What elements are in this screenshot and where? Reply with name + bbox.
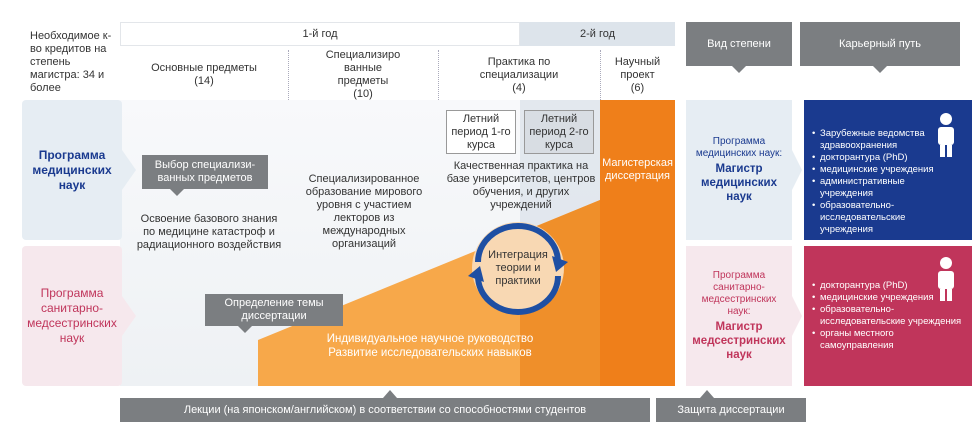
define-topic-tag: Определение темы диссертации — [205, 294, 343, 326]
credits-note: Необходимое к-во кредитов на степень маг… — [30, 30, 112, 94]
program-nursing-label: Программа санитарно-медсестринских наук — [27, 286, 117, 345]
program-nursing-box: Программа санитарно-медсестринских наук — [22, 246, 122, 386]
career-item: образовательно-исследовательские учрежде… — [812, 200, 934, 236]
research-column — [600, 100, 675, 386]
column-basic: Основные предметы (14) — [120, 52, 288, 98]
column-title: Основные предметы — [151, 62, 257, 74]
person-icon-medical — [938, 113, 954, 157]
supervision-text: Индивидуальное научное руководство Разви… — [300, 330, 560, 362]
chevron-shape — [122, 296, 136, 336]
program-medical-box: Программа медицинских наук — [22, 100, 122, 240]
degree-nursing-title: Магистр медсестринских наук — [692, 321, 786, 361]
column-specialized: Специализиро ванные предметы (10) — [288, 49, 438, 100]
career-item: докторантура (PhD) — [812, 152, 934, 164]
summer2-box: Летний период 2-го курса — [524, 110, 594, 154]
career-item: образовательно-исследовательские учрежде… — [812, 304, 962, 328]
column-count: (6) — [630, 81, 645, 94]
header-pointer — [732, 66, 746, 73]
summer1-box: Летний период 1-го курса — [446, 110, 516, 154]
chevron-shape — [792, 150, 802, 190]
header-pointer — [873, 66, 887, 73]
chevron-shape — [122, 150, 136, 190]
integration-text: Интеграция теории и практики — [488, 248, 548, 287]
bar-pointer — [700, 390, 714, 398]
career-nursing-box: докторантура (PhD) медицинские учреждени… — [804, 246, 972, 386]
degree-header: Вид степени — [686, 22, 792, 66]
career-item: органы местного самоуправления — [812, 328, 962, 352]
defense-bar: Защита диссертации — [656, 398, 806, 422]
supervision-line2: Развитие исследовательских навыков — [328, 347, 532, 359]
master-thesis-label: Магистерская диссертация — [602, 157, 673, 182]
lectures-bar: Лекции (на японском/английском) в соотве… — [120, 398, 650, 422]
choose-specialized-tag: Выбор специализи-ванных предметов — [142, 155, 268, 189]
career-item: административные учреждения — [812, 176, 934, 200]
specialized-text: Специализированное образование мирового … — [305, 173, 423, 250]
career-header: Карьерный путь — [800, 22, 960, 66]
column-research: Научный проект (6) — [600, 52, 675, 98]
column-practice: Практика по специализации (4) — [438, 52, 600, 98]
career-item: медицинские учреждения — [812, 292, 962, 304]
column-title: Практика по специализации — [479, 55, 559, 81]
tag-pointer — [238, 326, 252, 333]
cycle-arrows-icon — [468, 223, 568, 315]
year2-bar: 2-й год — [520, 22, 675, 46]
supervision-line1: Индивидуальное научное руководство — [326, 333, 534, 345]
practice-text: Качественная практика на базе университе… — [446, 160, 596, 211]
column-count: (14) — [194, 75, 214, 87]
column-title: Специализиро ванные предметы — [325, 49, 401, 87]
career-item: докторантура (PhD) — [812, 280, 962, 292]
column-title: Научный проект — [614, 55, 661, 81]
career-nursing-list: докторантура (PhD) медицинские учреждени… — [812, 280, 962, 352]
degree-nursing-program: Программа санитарно-медсестринских наук: — [701, 270, 777, 317]
year1-bar: 1-й год — [120, 22, 520, 46]
basic-text: Освоение базового знания по медицине кат… — [136, 212, 282, 251]
column-count: (10) — [353, 88, 373, 100]
degree-medical-program: Программа медицинских наук: — [695, 136, 783, 159]
career-item: Зарубежные ведомства здравоохранения — [812, 128, 934, 152]
career-item: медицинские учреждения — [812, 164, 934, 176]
bar-pointer — [383, 390, 397, 398]
degree-medical-title: Магистр медицинских наук — [701, 163, 777, 203]
career-medical-list: Зарубежные ведомства здравоохранения док… — [812, 128, 934, 236]
chevron-shape — [792, 296, 802, 336]
program-medical-label: Программа медицинских наук — [32, 147, 112, 192]
person-icon-nursing — [938, 257, 954, 301]
tag-pointer — [170, 189, 184, 196]
degree-nursing-box: Программа санитарно-медсестринских наук:… — [686, 246, 792, 386]
divider — [600, 50, 601, 100]
degree-medical-box: Программа медицинских наук: Магистр меди… — [686, 100, 792, 240]
column-count: (4) — [512, 81, 526, 94]
